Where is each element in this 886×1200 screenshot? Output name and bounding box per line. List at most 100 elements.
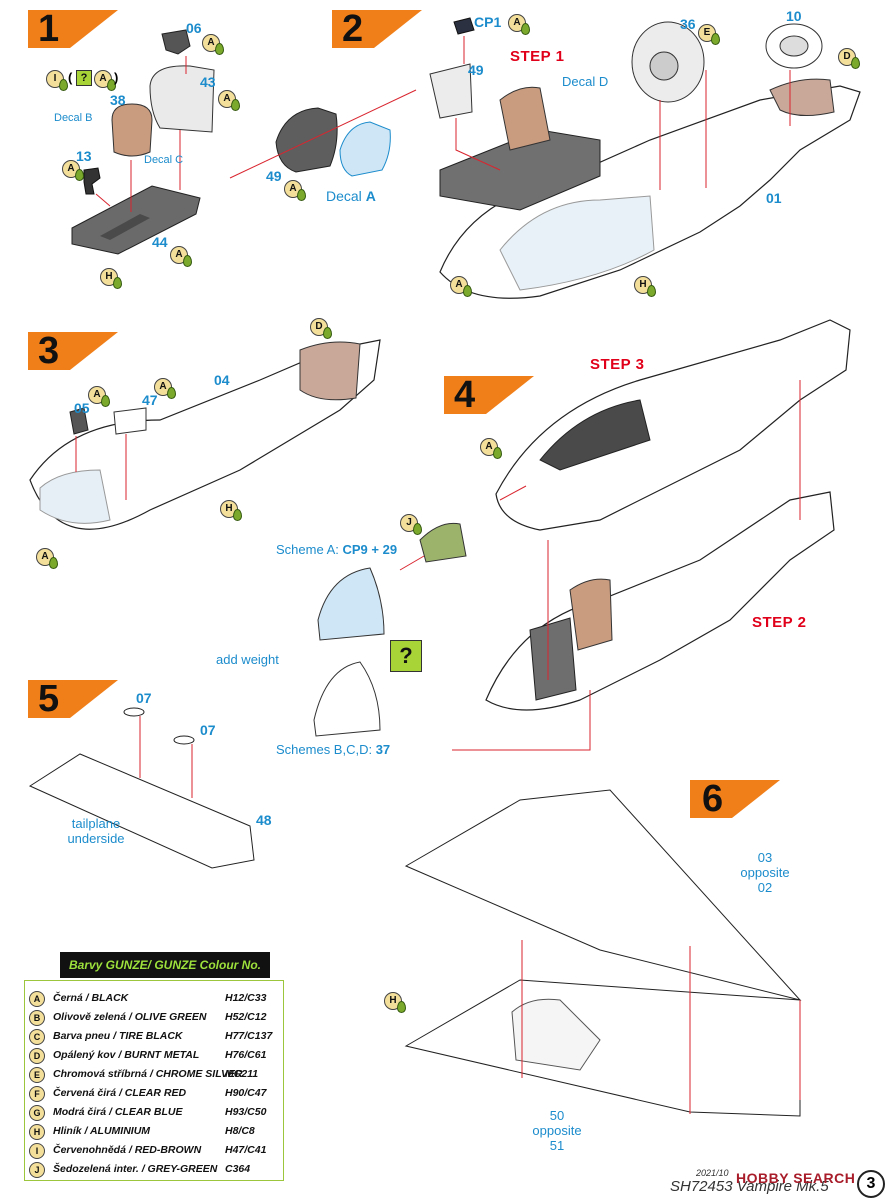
step4-fuselage-half [485, 491, 835, 711]
part-36-bulkhead [631, 21, 705, 103]
paint-badge: A [170, 246, 192, 267]
legend-colour-code: H93/C50 [225, 1106, 267, 1118]
part-50-group: 50 opposite 51 [522, 1108, 592, 1153]
part-number-01: 01 [766, 190, 782, 206]
paint-badge: H [100, 268, 122, 289]
legend-colour-name: Hliník / ALUMINIUM [53, 1125, 151, 1137]
part-10-intake [765, 23, 823, 69]
step3-fuselage-half [29, 339, 381, 530]
part-05-bracket [69, 407, 89, 435]
part-number-38: 38 [110, 92, 126, 108]
paint-badge: A [218, 90, 240, 111]
step2-fuselage-half [439, 78, 861, 299]
add-weight-label: add weight [216, 652, 279, 667]
legend-colour-code: H12/C33 [225, 992, 267, 1004]
legend-colour-name: Černá / BLACK [53, 992, 129, 1004]
part-number-48: 48 [256, 812, 272, 828]
canopy-bcd [313, 661, 381, 737]
arrow [499, 485, 527, 501]
part-number-49: 49 [468, 62, 484, 78]
arrow [455, 118, 501, 171]
part-number-05: 05 [74, 400, 90, 416]
step-3-title: STEP 3 [590, 356, 645, 373]
step-number-6: 6 [702, 778, 724, 820]
part-number-44: 44 [152, 234, 168, 250]
arrow [229, 89, 417, 179]
legend-colour-code: H76/C61 [225, 1049, 267, 1061]
scheme-a-parts: CP9 + 29 [342, 542, 398, 557]
part-number-50: 50 [549, 1108, 565, 1123]
legend-colour-code: H77/C137 [225, 1030, 273, 1042]
paint-badge: A [508, 14, 530, 35]
legend-letter: E [29, 1067, 45, 1083]
part-number-49: 49 [266, 168, 282, 184]
step-number-5: 5 [38, 678, 60, 720]
decal-a-prefix: Decal [326, 188, 366, 204]
part-number-10: 10 [786, 8, 802, 24]
footer-kit-code: SH72453 Vampire Mk.5 [670, 1178, 829, 1195]
step-flag-6 [690, 780, 780, 818]
part-13-stick [83, 167, 101, 195]
step-number-4: 4 [454, 374, 476, 416]
legend-row: B Olivově zelená / OLIVE GREEN H52/C12 [29, 1010, 279, 1029]
legend-letter: B [29, 1010, 45, 1026]
footer-date: 2021/10 [696, 1168, 729, 1178]
scheme-a-label: Scheme A: CP9 + 29 [276, 542, 397, 557]
tailplane [28, 753, 255, 869]
paint-badge: A [480, 438, 502, 459]
decal-d-label: Decal D [562, 74, 609, 89]
part-47-frame [113, 407, 147, 435]
legend-colour-name: Olivově zelená / OLIVE GREEN [53, 1011, 207, 1023]
paint-badge: D [838, 48, 860, 69]
watermark: HOBBY SEARCH [736, 1170, 856, 1186]
legend-row: A Černá / BLACK H12/C33 [29, 991, 279, 1010]
paint-badge: I [46, 70, 68, 91]
decal-b-label: Decal B [54, 112, 93, 124]
step-flag-2 [332, 10, 422, 48]
step-flag-3 [28, 332, 118, 370]
part-06-bracket [161, 29, 191, 55]
step-number-2: 2 [342, 8, 364, 50]
schemes-bcd-prefix: Schemes B,C,D: [276, 742, 376, 757]
paint-badge: H [634, 276, 656, 297]
legend-colour-name: Červená čirá / CLEAR RED [53, 1087, 187, 1099]
legend-colour-code: H8/C8 [225, 1125, 255, 1137]
part-03-group: 03 opposite 02 [730, 850, 800, 895]
legend-title: Barvy GUNZE/ GUNZE Colour No. [60, 952, 270, 978]
legend-letter: A [29, 991, 45, 1007]
option-close: ) [114, 70, 119, 85]
step-flag-4 [444, 376, 534, 414]
paint-badge: H [384, 992, 406, 1013]
part-49-panel-gray [275, 107, 338, 173]
part-number-06: 06 [186, 20, 202, 36]
paint-badge: E [698, 24, 720, 45]
part-number-cp1: CP1 [474, 14, 502, 30]
wing-bottom [404, 979, 801, 1117]
part-43-bulkhead [149, 65, 215, 133]
legend-letter: D [29, 1048, 45, 1064]
part-number-04: 04 [214, 372, 230, 388]
step2-cockpit-tub [429, 63, 601, 211]
part-number-07: 07 [200, 722, 216, 738]
colour-legend: A Černá / BLACK H12/C33 B Olivově zelená / … [24, 980, 284, 1181]
part-number-51: 51 [549, 1138, 565, 1153]
part-44-floor [71, 185, 201, 255]
step-1-title: STEP 1 [510, 48, 565, 65]
part-number-02: 02 [757, 880, 773, 895]
step4-fuselage-assembled [495, 319, 851, 531]
paint-badge: H [220, 500, 242, 521]
step-2-title: STEP 2 [752, 614, 807, 631]
legend-colour-name: Barva pneu / TIRE BLACK [53, 1030, 183, 1042]
legend-colour-code: H52/C12 [225, 1011, 267, 1023]
option-open: ( [68, 70, 73, 85]
paint-badge: J [400, 514, 422, 535]
wing-top [404, 789, 802, 1001]
arrow [452, 690, 591, 751]
paint-badge: A [88, 386, 110, 407]
